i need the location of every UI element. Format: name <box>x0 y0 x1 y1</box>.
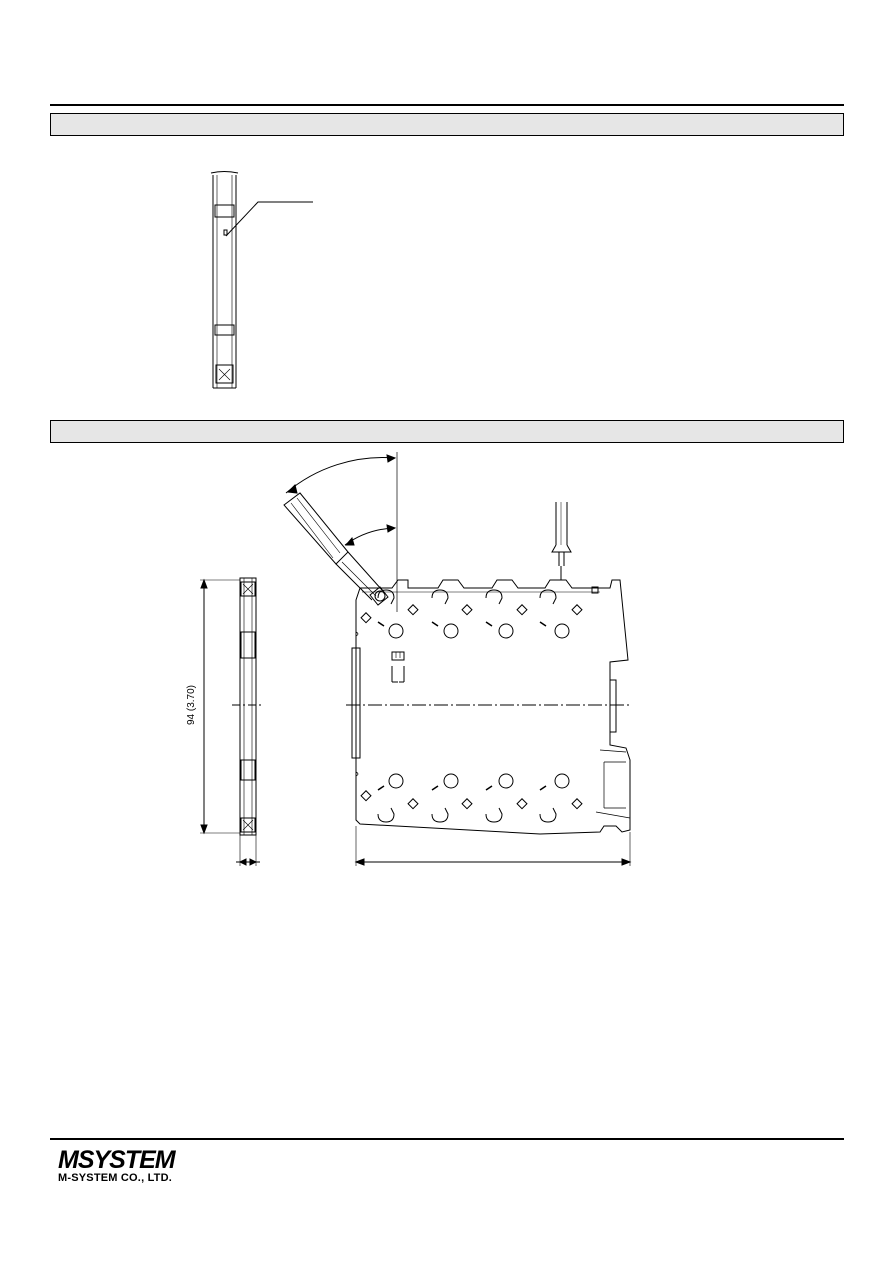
footer-rule <box>50 1138 844 1140</box>
section-header-bar-1 <box>50 113 844 136</box>
screwdriver-drawing <box>283 452 398 612</box>
module-side-view-large <box>346 579 632 866</box>
module-front-view <box>200 577 264 866</box>
company-logo: MSYSTEM M-SYSTEM CO., LTD. <box>58 1146 176 1185</box>
section-header-bar-2 <box>50 420 844 443</box>
top-terminal-row <box>360 589 583 639</box>
bottom-terminal-row <box>360 773 583 823</box>
module-side-view-small <box>210 171 313 389</box>
test-probe-drawing <box>551 502 572 580</box>
company-name: M-SYSTEM CO., LTD. <box>58 1172 173 1184</box>
height-dimension-label: 94 (3.70) <box>186 684 198 726</box>
msystem-logo-icon: MSYSTEM <box>58 1146 176 1174</box>
top-rule <box>50 104 844 106</box>
